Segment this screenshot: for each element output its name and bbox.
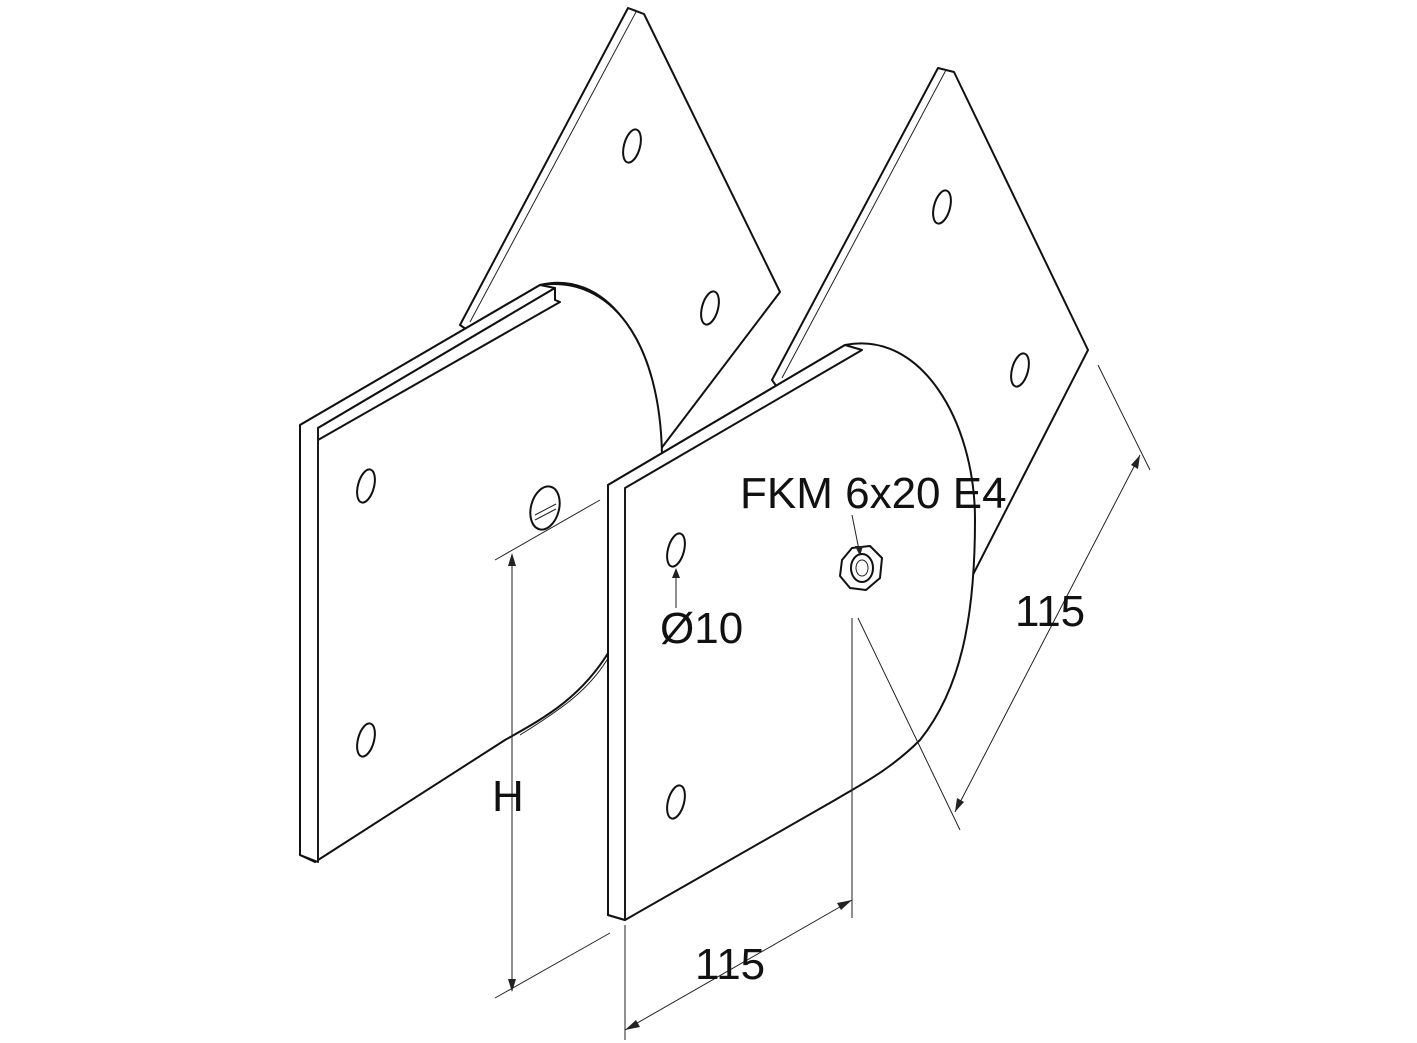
left-back-hole-top: [622, 128, 642, 164]
right-back-hole-bottom: [1010, 352, 1030, 388]
hole-leader: [672, 568, 680, 608]
width-front-label: 115: [695, 940, 766, 989]
right-back-hole-top: [932, 189, 952, 225]
right-front-hole-top: [666, 532, 686, 568]
left-front-plate: [299, 284, 561, 863]
left-back-hole-bottom: [700, 290, 720, 326]
height-dimension: [494, 499, 611, 999]
left-front-hole-top: [356, 468, 376, 504]
right-front-hole-bottom: [666, 784, 686, 820]
hole-diameter-label: Ø10: [660, 604, 744, 653]
width-front-dimension: [624, 618, 853, 1040]
left-front-hole-bottom: [356, 722, 376, 758]
width-side-label: 115: [1015, 587, 1086, 636]
width-side-dimension: [857, 364, 1151, 831]
left-curved-body: [299, 281, 663, 863]
left-bolt-head: [529, 485, 561, 531]
right-curved-body: [607, 342, 976, 921]
right-front-plate: [607, 344, 863, 921]
height-label: H: [492, 772, 524, 821]
fastener-label: FKM 6x20 E4: [740, 469, 1007, 518]
right-nut: [839, 545, 883, 591]
fastener-leader: [851, 514, 863, 556]
